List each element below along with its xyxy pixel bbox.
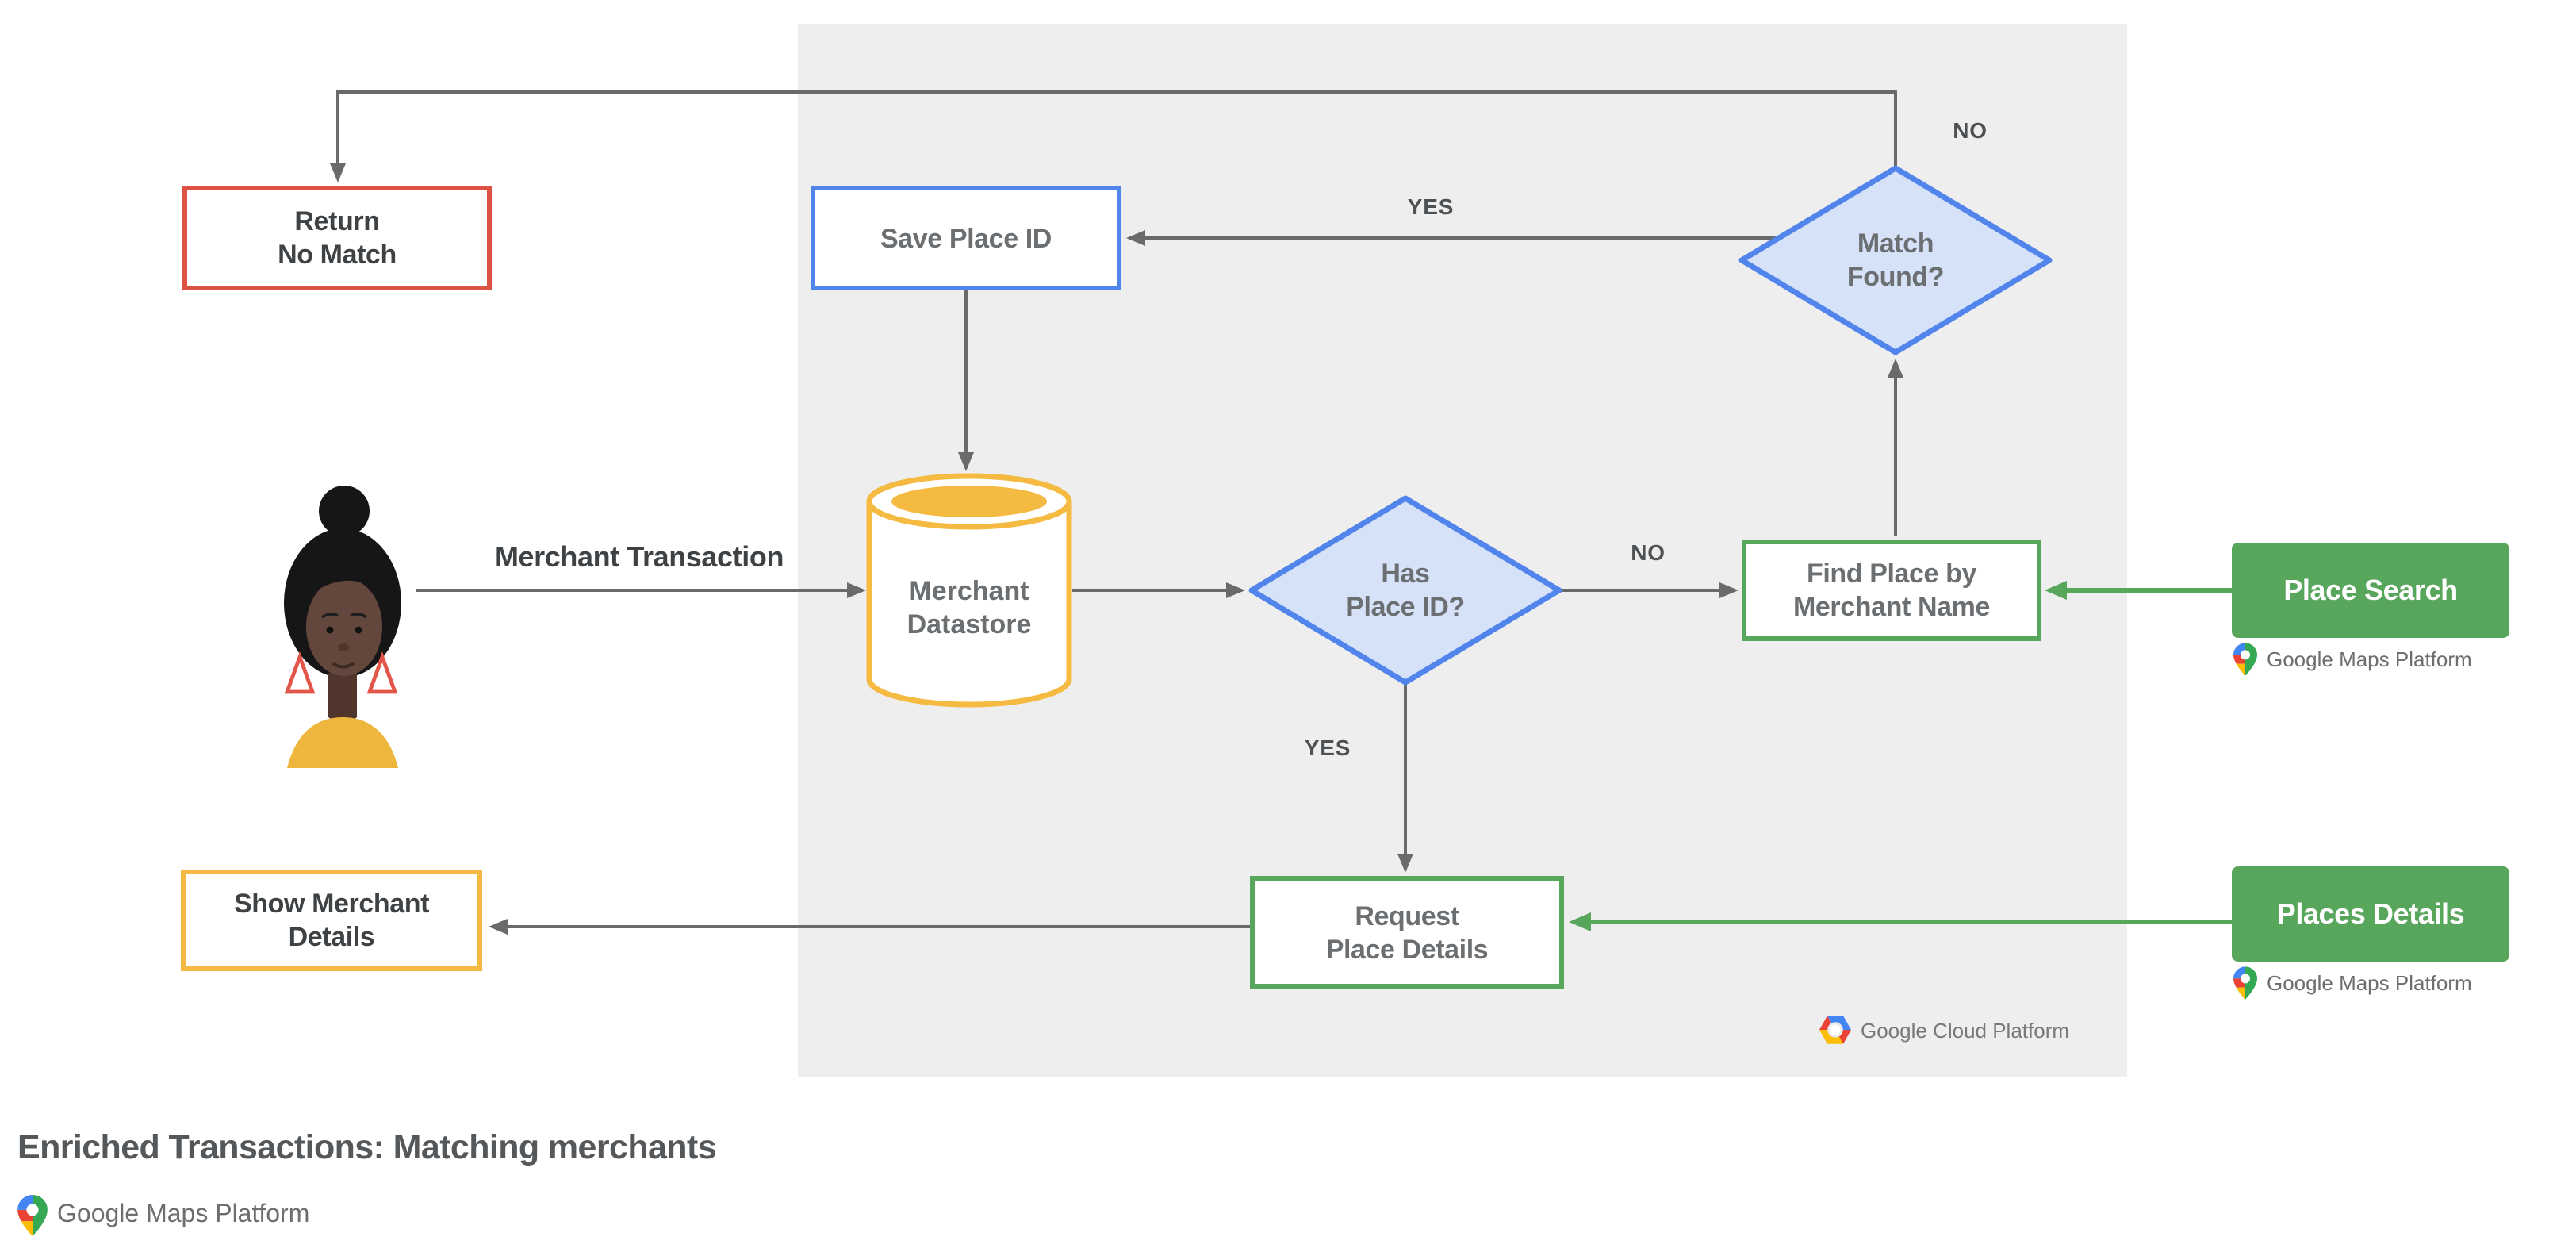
avatar-hair-bun xyxy=(319,486,370,536)
node-label-line: Found? xyxy=(1846,262,1945,292)
cylinder-body xyxy=(866,501,1072,708)
gmp-logo-text: Google Maps Platform xyxy=(2267,971,2472,995)
node-label-line: Place Details xyxy=(1325,934,1489,964)
node-label-line: Has xyxy=(1381,559,1430,589)
node-request-place-details: Request Place Details xyxy=(1250,876,1564,989)
gcp-hexagon-icon xyxy=(1819,1016,1851,1044)
node-place-search-api: Place Search xyxy=(2232,543,2509,638)
avatar-eye-left xyxy=(326,626,334,634)
node-label-line: Save Place ID xyxy=(880,223,1052,253)
maps-pin-icon xyxy=(2233,643,2257,676)
node-label-line: Find Place by xyxy=(1807,559,1976,589)
avatar-hair-fringe xyxy=(303,554,389,609)
edge-label-merchant-transaction: Merchant Transaction xyxy=(494,541,784,573)
edge-label-no-top: NO xyxy=(1953,117,1988,143)
node-label-line: No Match xyxy=(278,240,397,270)
avatar-earring-right xyxy=(366,651,398,694)
edge-label-yes-top: YES xyxy=(1407,194,1455,219)
node-save-place-id: Save Place ID xyxy=(811,186,1121,290)
avatar-neck xyxy=(328,673,357,723)
avatar-shirt xyxy=(287,717,398,768)
node-label-line: Merchant Name xyxy=(1793,592,1990,622)
person-avatar xyxy=(284,486,401,768)
node-label-line: Return xyxy=(294,206,380,236)
diagram-title: Enriched Transactions: Matching merchant… xyxy=(17,1128,717,1166)
edge-label-no-mid: NO xyxy=(1631,540,1666,565)
node-label-line: Places Details xyxy=(2276,897,2465,929)
node-show-merchant-details: Show Merchant Details xyxy=(181,870,482,971)
gcp-logo-text: Google Cloud Platform xyxy=(1861,1018,2070,1042)
gmp-logo-text: Google Maps Platform xyxy=(2267,647,2472,671)
shape-merchant-datastore-cylinder xyxy=(866,473,1072,708)
node-label-line: Match xyxy=(1857,229,1934,259)
gmp-logo-places-details: Google Maps Platform xyxy=(2233,966,2472,1000)
node-label-line: Merchant xyxy=(909,576,1029,606)
avatar-eye-right xyxy=(355,626,362,634)
edge-label-yes-mid: YES xyxy=(1304,735,1351,760)
node-match-found-label: Match Found? xyxy=(1784,227,2007,294)
node-merchant-datastore-label: Merchant Datastore xyxy=(869,574,1069,641)
node-label-line: Place Search xyxy=(2283,574,2458,605)
node-label-line: Details xyxy=(288,922,375,952)
avatar-mouth xyxy=(332,662,355,669)
gmp-logo-footer: Google Maps Platform xyxy=(17,1195,309,1236)
avatar-earring-left xyxy=(284,651,316,694)
node-label-line: Datastore xyxy=(907,609,1032,639)
edge-match-found-no xyxy=(330,90,1897,182)
shape-has-place-id-diamond xyxy=(1248,495,1562,686)
node-return-no-match: Return No Match xyxy=(182,186,492,290)
node-label-line: Place ID? xyxy=(1346,592,1465,622)
gmp-logo-place-search: Google Maps Platform xyxy=(2233,643,2472,676)
avatar-nose xyxy=(338,643,349,651)
gcp-logo: Google Cloud Platform xyxy=(1819,1016,2069,1044)
cylinder-top-fill xyxy=(891,486,1047,517)
node-label-line: Show Merchant xyxy=(233,889,430,919)
node-label-line: Request xyxy=(1355,901,1459,931)
maps-pin-icon xyxy=(2233,966,2257,1000)
node-places-details-api: Places Details xyxy=(2232,866,2509,962)
shape-match-found-diamond xyxy=(1738,165,2053,355)
node-find-place-by-merchant-name: Find Place by Merchant Name xyxy=(1742,540,2041,641)
avatar-eyebrow-left xyxy=(320,613,339,619)
gmp-logo-text: Google Maps Platform xyxy=(57,1201,310,1228)
avatar-eyebrow-right xyxy=(350,613,368,619)
node-has-place-id-label: Has Place ID? xyxy=(1294,557,1516,624)
maps-pin-icon xyxy=(17,1195,48,1236)
avatar-face xyxy=(306,578,382,676)
